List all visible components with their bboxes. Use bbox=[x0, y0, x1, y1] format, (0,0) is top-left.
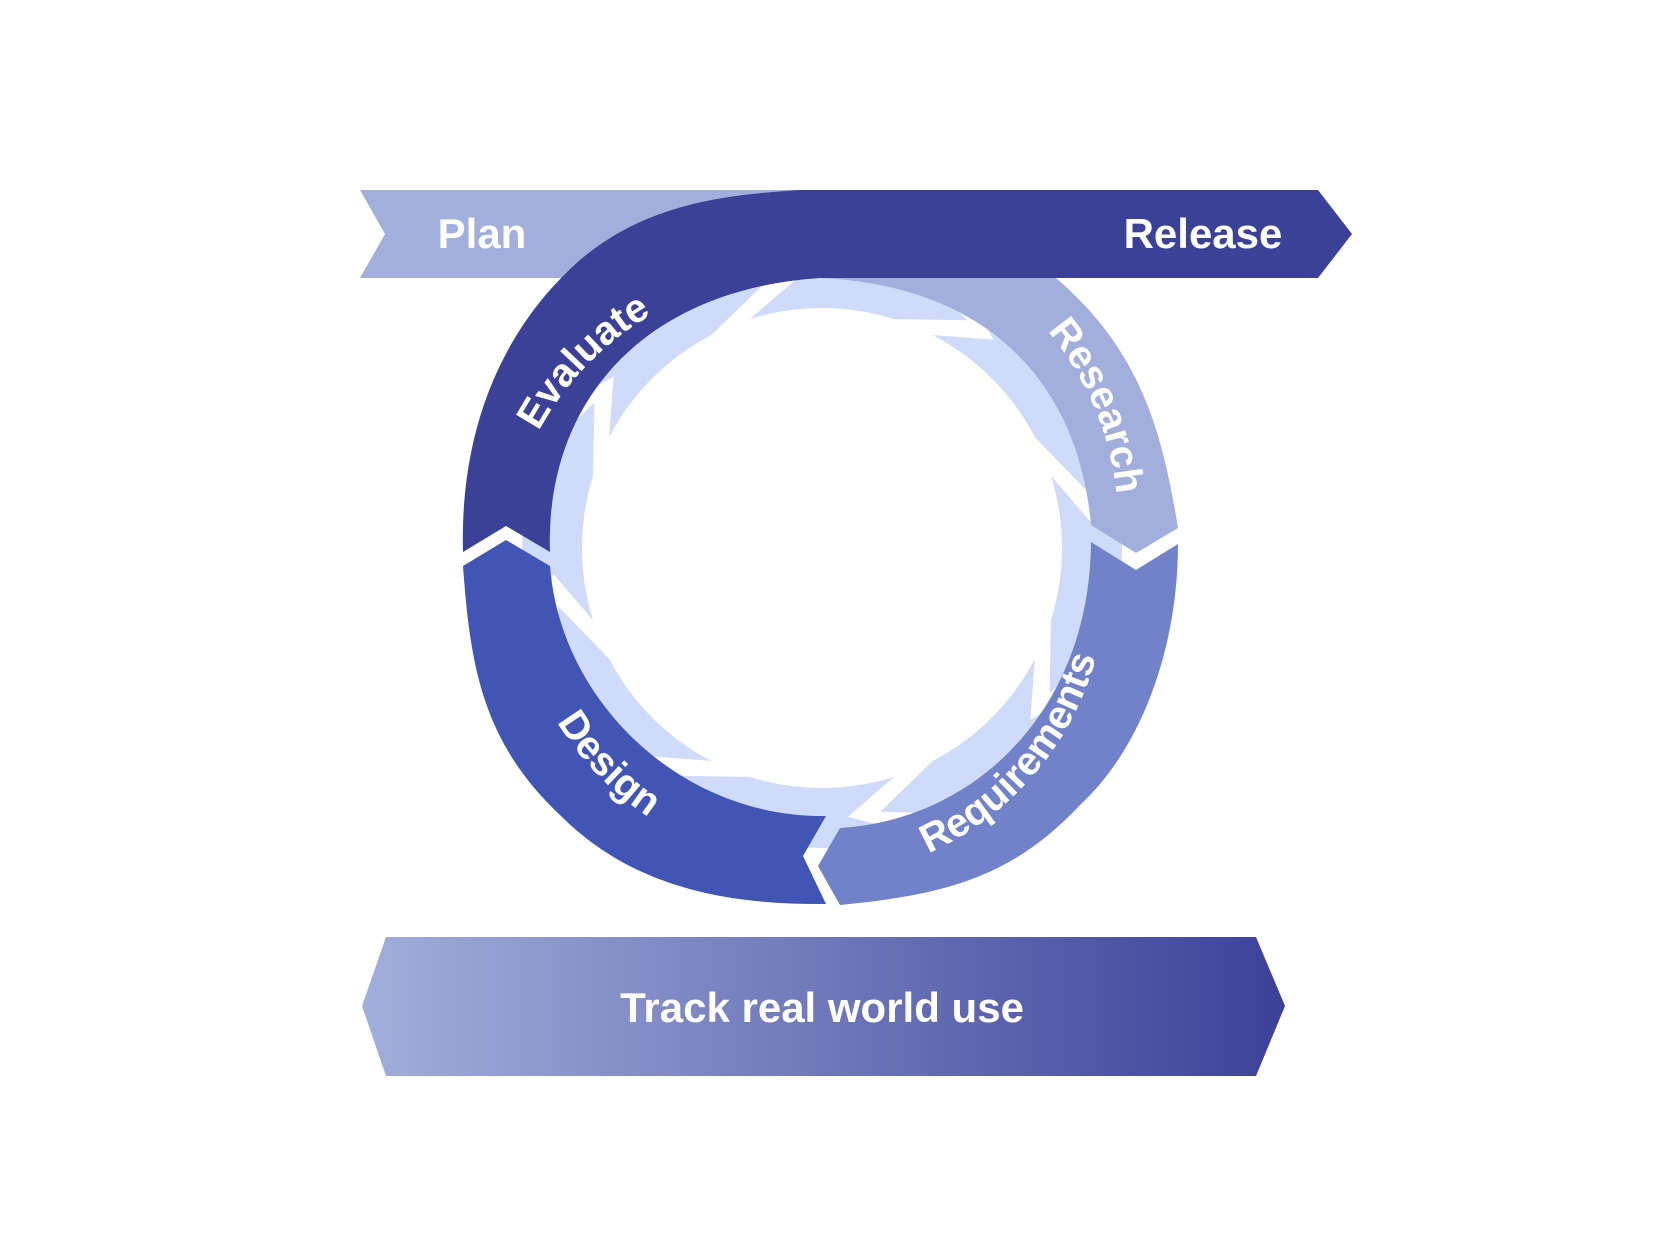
track-label: Track real world use bbox=[620, 984, 1024, 1031]
plan-label: Plan bbox=[438, 210, 527, 257]
research-segment bbox=[820, 278, 1178, 553]
inner-cycle-arrow bbox=[555, 281, 764, 438]
release-label: Release bbox=[1124, 210, 1283, 257]
inner-cycle-arrow bbox=[880, 658, 1089, 815]
requirements-segment bbox=[818, 542, 1178, 905]
inner-cycle-arrows bbox=[522, 248, 1122, 848]
inner-cycle-arrow bbox=[932, 281, 1089, 490]
inner-cycle-arrow bbox=[555, 606, 712, 815]
design-segment bbox=[463, 540, 826, 905]
track-banner bbox=[362, 937, 1285, 1076]
evaluate-release-segment bbox=[462, 190, 1352, 552]
